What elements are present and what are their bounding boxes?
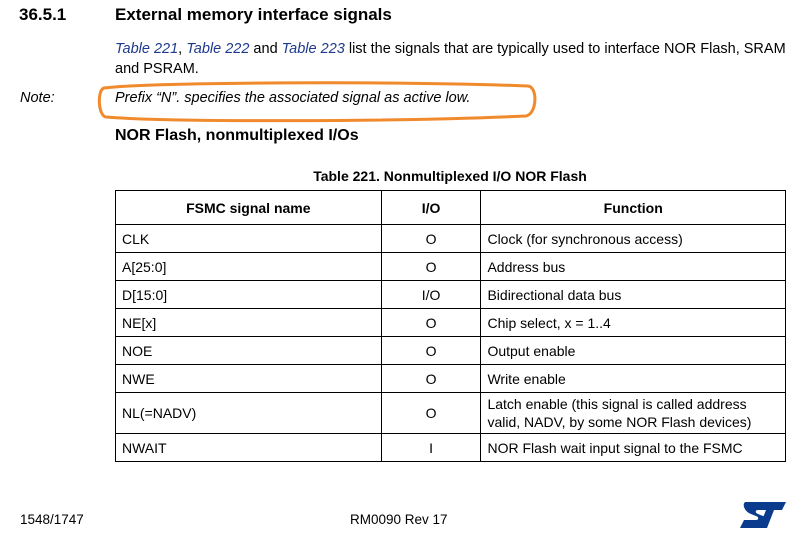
function-cell: Clock (for synchronous access)	[480, 224, 786, 253]
signal-name-cell: CLK	[115, 224, 382, 253]
intro-separator-2: and	[249, 41, 282, 57]
function-cell: Chip select, x = 1..4	[480, 308, 786, 337]
table-header-row: FSMC signal name I/O Function	[115, 190, 786, 225]
signal-name-cell: NE[x]	[115, 308, 382, 337]
function-cell: Address bus	[480, 252, 786, 281]
note-label: Note:	[20, 90, 55, 106]
signal-name-cell: D[15:0]	[115, 280, 382, 309]
io-cell: O	[380, 308, 482, 337]
section-title: External memory interface signals	[115, 5, 392, 24]
intro-separator-1: ,	[178, 41, 187, 57]
table-row: D[15:0] I/O Bidirectional data bus	[115, 280, 786, 309]
io-cell: I/O	[380, 280, 482, 309]
io-cell: O	[380, 224, 482, 253]
intro-text: list the signals that are typically used…	[115, 41, 786, 77]
io-cell: I	[380, 433, 482, 462]
table-222-link[interactable]: Table 222	[186, 41, 250, 57]
signal-name-cell: A[25:0]	[115, 252, 382, 281]
table-row: NOE O Output enable	[115, 336, 786, 365]
table-row: NWAIT I NOR Flash wait input signal to t…	[115, 433, 786, 462]
io-cell: O	[380, 252, 482, 281]
io-cell: O	[380, 392, 482, 434]
signals-table: FSMC signal name I/O Function CLK O Cloc…	[115, 190, 786, 462]
table-row: CLK O Clock (for synchronous access)	[115, 224, 786, 253]
table-row: A[25:0] O Address bus	[115, 252, 786, 281]
function-cell: Output enable	[480, 336, 786, 365]
function-cell: Bidirectional data bus	[480, 280, 786, 309]
table-caption: Table 221. Nonmultiplexed I/O NOR Flash	[313, 168, 587, 184]
table-223-link[interactable]: Table 223	[281, 41, 345, 57]
table-row: NWE O Write enable	[115, 364, 786, 393]
table-row: NL(=NADV) O Latch enable (this signal is…	[115, 392, 786, 434]
signal-name-cell: NWAIT	[115, 433, 382, 462]
signal-name-cell: NL(=NADV)	[115, 392, 382, 434]
table-221-link[interactable]: Table 221	[115, 41, 179, 57]
note-text: Prefix “N”. specifies the associated sig…	[115, 90, 471, 106]
function-cell: Write enable	[480, 364, 786, 393]
function-cell: NOR Flash wait input signal to the FSMC	[480, 433, 786, 462]
section-number: 36.5.1	[19, 5, 67, 24]
orange-highlight-annotation	[97, 81, 537, 123]
header-signal-name: FSMC signal name	[115, 190, 382, 225]
intro-paragraph: Table 221, Table 222 and Table 223 list …	[115, 39, 795, 79]
document-revision: RM0090 Rev 17	[350, 512, 448, 527]
io-cell: O	[380, 364, 482, 393]
function-cell: Latch enable (this signal is called addr…	[480, 392, 786, 434]
io-cell: O	[380, 336, 482, 365]
st-logo-icon	[740, 502, 786, 528]
header-io: I/O	[380, 190, 482, 225]
header-function: Function	[480, 190, 786, 225]
signal-name-cell: NWE	[115, 364, 382, 393]
subsection-heading: NOR Flash, nonmultiplexed I/Os	[115, 127, 359, 144]
signal-name-cell: NOE	[115, 336, 382, 365]
page-number: 1548/1747	[20, 512, 84, 527]
table-row: NE[x] O Chip select, x = 1..4	[115, 308, 786, 337]
